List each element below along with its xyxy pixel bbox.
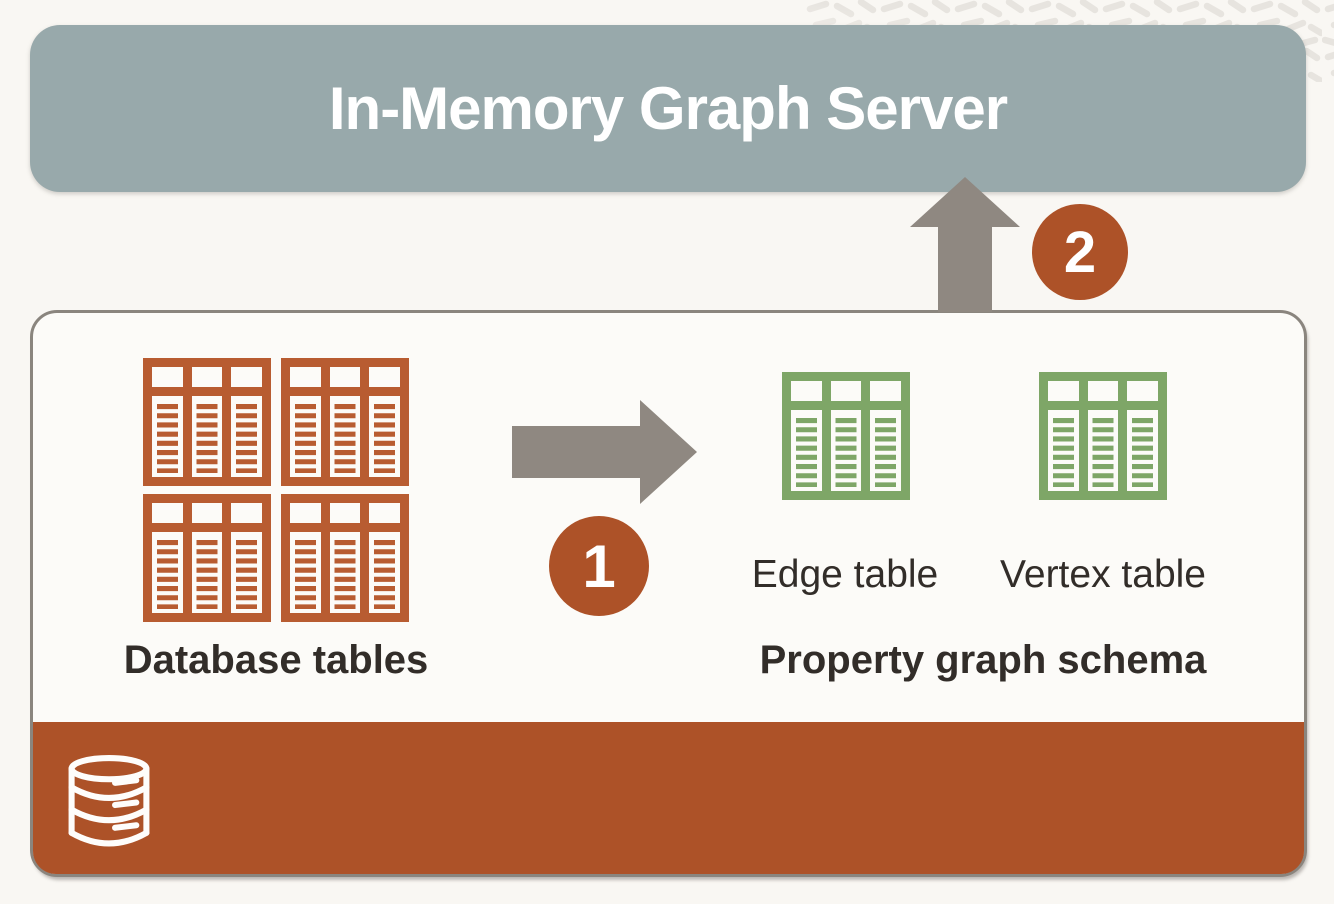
- database-tables-label: Database tables: [123, 638, 429, 682]
- step-2-number: 2: [1063, 219, 1097, 285]
- step-1-number: 1: [582, 532, 616, 600]
- database-tables-group: [143, 358, 409, 622]
- database-cylinder-icon: [68, 755, 150, 847]
- edge-table-label: Edge table: [751, 553, 939, 596]
- table-grid-icon: [143, 494, 271, 622]
- edge-table-icon: [782, 372, 910, 500]
- database-storage-bar: [33, 722, 1304, 874]
- vertex-table-label: Vertex table: [1000, 553, 1206, 596]
- step-1-badge: 1: [549, 516, 649, 616]
- step-2-badge: 2: [1032, 204, 1128, 300]
- arrow-right-icon: [512, 400, 697, 504]
- in-memory-graph-server-box: In-Memory Graph Server: [30, 25, 1306, 192]
- table-grid-icon: [281, 494, 409, 622]
- property-graph-schema-label: Property graph schema: [759, 638, 1207, 682]
- arrow-up-icon: [910, 177, 1020, 312]
- table-grid-icon: [143, 358, 271, 486]
- server-title: In-Memory Graph Server: [328, 75, 1008, 142]
- table-grid-icon: [281, 358, 409, 486]
- database-container: 1 Edge table Vertex table Database table…: [30, 310, 1307, 877]
- vertex-table-icon: [1039, 372, 1167, 500]
